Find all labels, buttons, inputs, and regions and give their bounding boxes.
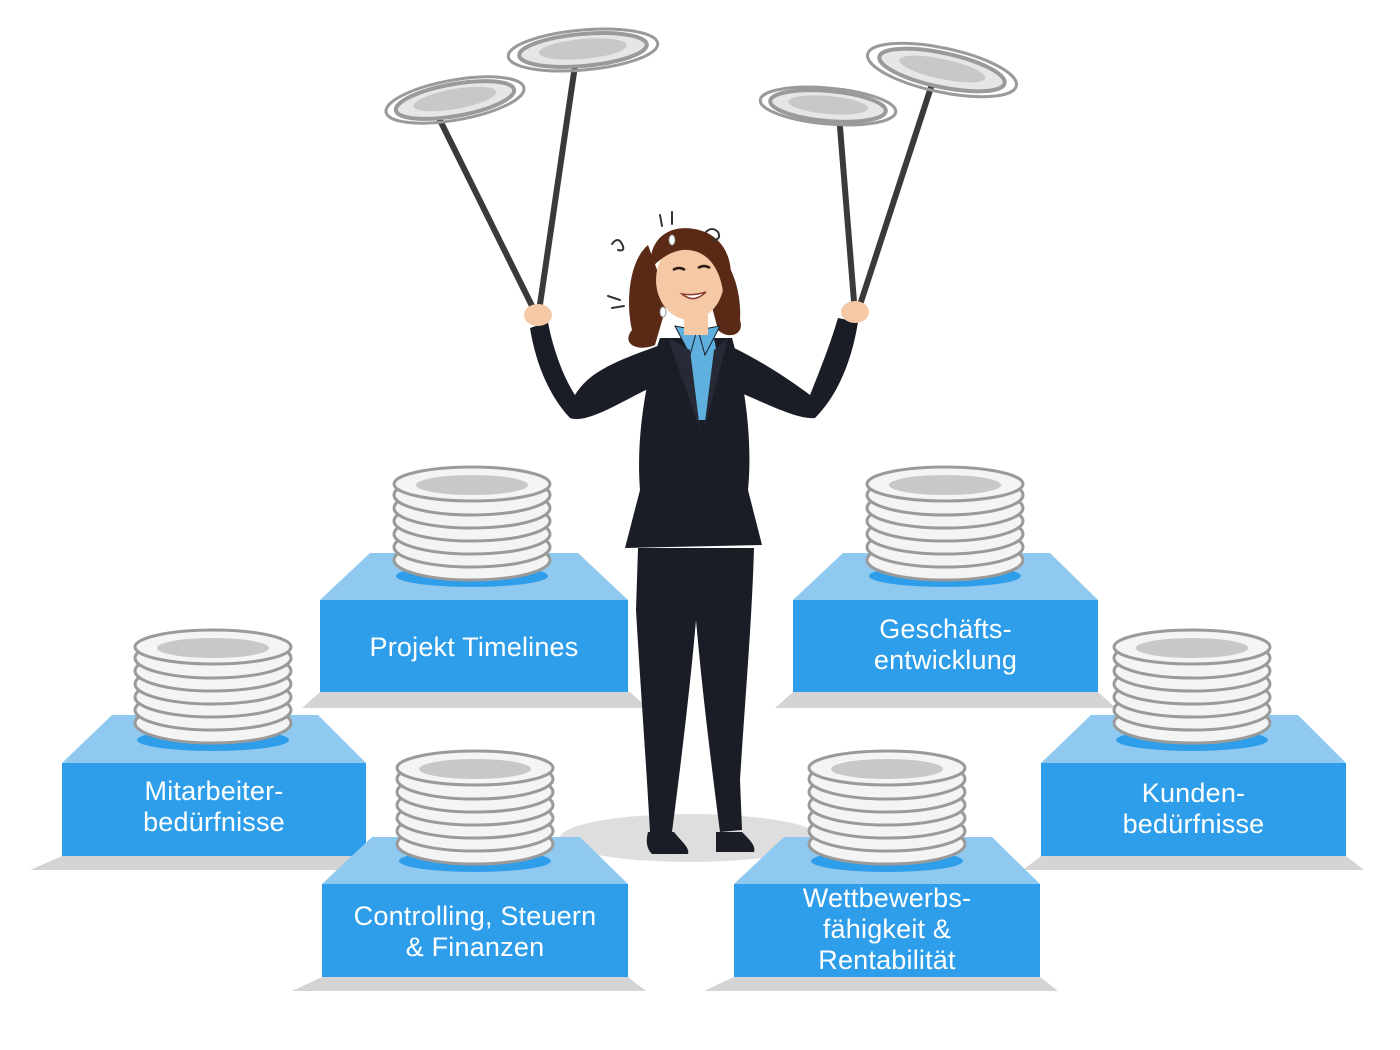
- label-kundenbeduerfnisse: Kunden- bedürfnisse: [1041, 778, 1346, 840]
- stress-marks: [607, 211, 721, 309]
- plate-stack-mitarbeiterbeduerfnisse: [133, 628, 293, 745]
- label-line: Wettbewerbs-: [802, 883, 972, 913]
- plate-stack-controlling: [395, 749, 555, 866]
- label-projekt-timelines: Projekt Timelines: [320, 632, 628, 663]
- label-controlling: Controlling, Steuern & Finanzen: [322, 901, 628, 963]
- spinning-plate: [506, 27, 660, 73]
- spinning-plate: [866, 41, 1018, 99]
- label-line: Kunden-: [1141, 778, 1246, 808]
- label-wettbewerbsfaehigkeit: Wettbewerbs- fähigkeit & Rentabilität: [734, 883, 1040, 976]
- plate-stack-kundenbeduerfnisse: [1112, 628, 1272, 745]
- spinning-plate: [758, 85, 898, 127]
- label-line: bedürfnisse: [1122, 809, 1265, 839]
- woman-floor-shadow: [560, 814, 820, 862]
- label-line: bedürfnisse: [143, 807, 285, 837]
- spinning-plate: [384, 75, 526, 125]
- label-line: fähigkeit &: [822, 914, 952, 944]
- label-line: Projekt Timelines: [369, 632, 579, 662]
- label-line: Geschäfts-: [879, 614, 1012, 644]
- woman-juggler: [384, 27, 1018, 854]
- label-line: Controlling, Steuern: [353, 901, 597, 931]
- plate-stack-projekt-timelines: [392, 465, 552, 582]
- plate-stack-geschaeftsentwicklung: [865, 465, 1025, 582]
- label-line: entwicklung: [873, 645, 1018, 675]
- plate-stack-wettbewerbsfaehigkeit: [807, 749, 967, 866]
- label-line: Mitarbeiter-: [144, 776, 284, 806]
- label-mitarbeiterbeduerfnisse: Mitarbeiter- bedürfnisse: [62, 776, 366, 838]
- label-line: Rentabilität: [818, 945, 956, 975]
- label-line: & Finanzen: [405, 932, 545, 962]
- label-geschaeftsentwicklung: Geschäfts- entwicklung: [793, 614, 1098, 676]
